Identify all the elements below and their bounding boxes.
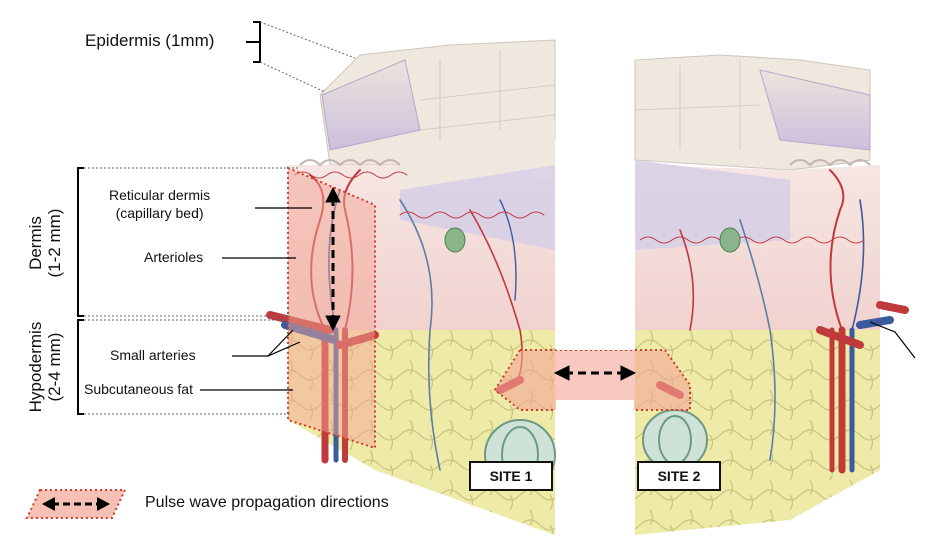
site-2-label: SITE 2 bbox=[637, 461, 721, 491]
dotted-guides bbox=[84, 21, 356, 415]
hypodermis-title: Hypodermis bbox=[26, 321, 45, 413]
depth-brackets bbox=[77, 21, 261, 415]
label-pointers bbox=[200, 207, 916, 391]
center-gap-lower bbox=[556, 400, 634, 540]
epidermis-label: Epidermis (1mm) bbox=[85, 31, 215, 50]
dermis-depth: (1-2 mm) bbox=[45, 208, 64, 278]
legend-text: Pulse wave propagation directions bbox=[145, 494, 389, 511]
small-arteries-label: Small arteries bbox=[110, 347, 196, 363]
reticular-dermis-line1: Reticular dermis bbox=[109, 187, 211, 203]
hypodermis-label: Hypodermis (2-4 mm) bbox=[26, 307, 66, 427]
center-gap bbox=[556, 30, 634, 350]
site-1-label: SITE 1 bbox=[469, 461, 553, 491]
reticular-dermis-line2: (capillary bed) bbox=[115, 205, 204, 221]
legend-swatch bbox=[25, 489, 127, 519]
subcutaneous-fat-label: Subcutaneous fat bbox=[84, 381, 193, 397]
dermis-label: Dermis (1-2 mm) bbox=[26, 183, 66, 303]
dermis-title: Dermis bbox=[26, 216, 45, 270]
hypodermis-depth: (2-4 mm) bbox=[45, 332, 64, 402]
pulse-arrows bbox=[325, 186, 637, 381]
reticular-dermis-label: Reticular dermis (capillary bed) bbox=[109, 186, 210, 222]
arterioles-label: Arterioles bbox=[144, 249, 204, 265]
